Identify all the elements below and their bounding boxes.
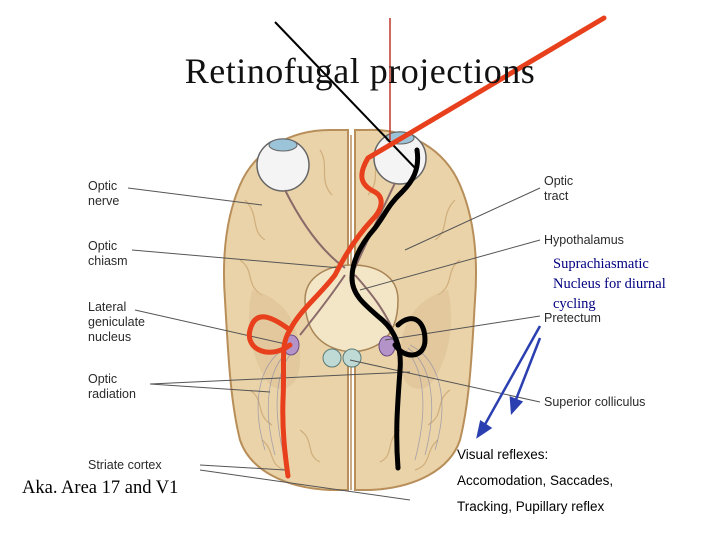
brain-outline (222, 128, 478, 491)
red-pathway-lgn-loop (246, 314, 293, 355)
aka-note: Aka. Area 17 and V1 (22, 478, 179, 498)
visual-reflexes-note: Visual reflexes:Accomodation, Saccades,T… (457, 447, 614, 514)
visual-reflex-arrows (476, 325, 542, 439)
label-superior-colliculus: Superior colliculus (544, 395, 646, 409)
left-eye (256, 138, 310, 192)
black-pathway-lgn-loop (392, 316, 428, 358)
black-pathway (349, 147, 421, 471)
label-pretectum: Pretectum (544, 311, 601, 325)
red-pathway (280, 15, 607, 479)
label-striate-cortex: Striate cortex (88, 458, 162, 472)
label-hypothalamus: Hypothalamus (544, 233, 624, 247)
page-title: Retinofugal projections (184, 51, 536, 91)
label-leader-lines (127, 187, 541, 501)
